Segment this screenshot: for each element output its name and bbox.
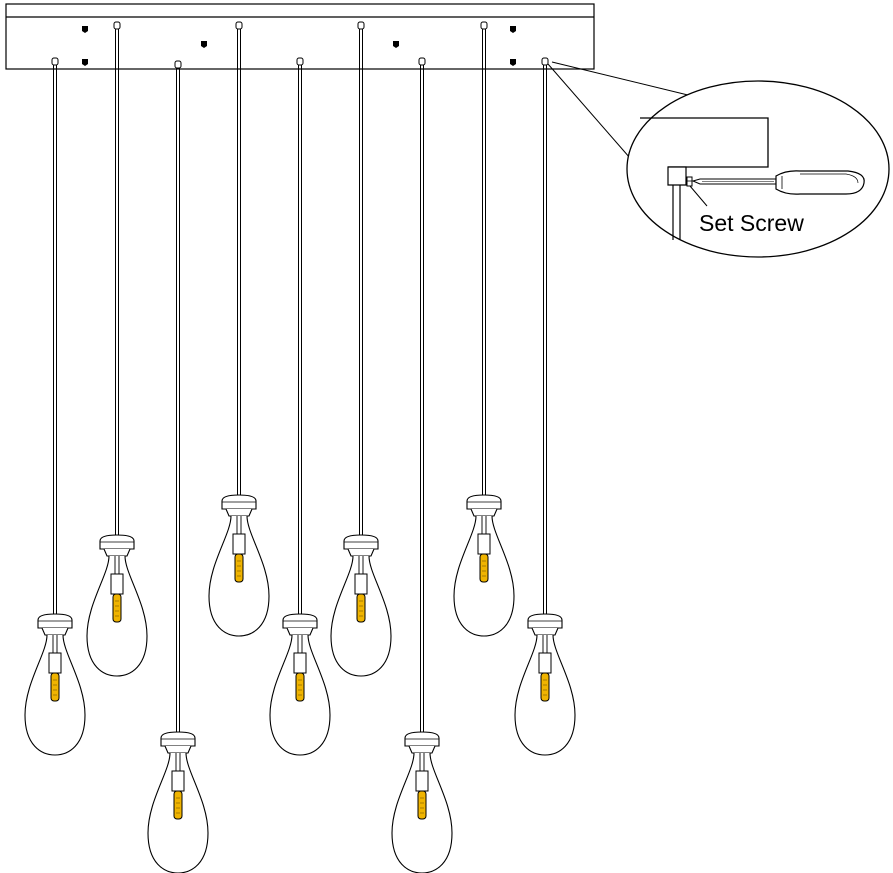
pendants-group (24, 21, 576, 873)
pendant-light (208, 21, 270, 637)
callout-leader-line (547, 63, 631, 159)
mounting-hole (510, 26, 516, 33)
filament-bulb (417, 790, 427, 820)
filament-bulb (540, 672, 550, 702)
bulb-socket (110, 573, 124, 595)
socket-collar (347, 548, 375, 557)
bulb-socket (415, 770, 429, 792)
set-screw-leader (689, 185, 708, 207)
pendant-light (514, 57, 576, 756)
pendant-light (330, 21, 392, 677)
mounting-hole (393, 41, 399, 48)
bulb-socket (232, 533, 246, 555)
cable-gripper (480, 21, 488, 30)
cable-gripper (296, 57, 304, 66)
socket-collar (164, 745, 192, 754)
pendant-light (391, 57, 453, 873)
zoomed-cable-holder (667, 166, 687, 186)
zoomed-canopy (640, 117, 769, 168)
filament-bulb (479, 553, 489, 583)
cable-gripper (418, 57, 426, 66)
pendant-light (147, 60, 209, 873)
cable-gripper (113, 21, 121, 30)
mounting-hole (510, 59, 516, 66)
filament-bulb (295, 672, 305, 702)
socket-collar (408, 745, 436, 754)
pendant-light (453, 21, 515, 637)
mounting-hole (82, 59, 88, 66)
socket-collar (103, 548, 131, 557)
cable-gripper (235, 21, 243, 30)
set-screw (686, 176, 693, 187)
filament-bulb (173, 790, 183, 820)
callout-circle (626, 80, 890, 258)
bulb-socket (171, 770, 185, 792)
mounting-hole (82, 26, 88, 33)
pendant-light (269, 57, 331, 756)
mounting-holes (82, 26, 516, 66)
filament-bulb (356, 593, 366, 623)
filament-bulb (234, 553, 244, 583)
set-screw-callout: Set Screw (547, 61, 890, 258)
socket-collar (531, 627, 559, 636)
cable-gripper (357, 21, 365, 30)
callout-leader-line (551, 61, 693, 97)
socket-collar (470, 508, 498, 517)
filament-bulb (112, 593, 122, 623)
bulb-socket (538, 652, 552, 674)
bulb-socket (354, 573, 368, 595)
socket-collar (286, 627, 314, 636)
screwdriver-icon (691, 170, 865, 195)
pendant-light (86, 21, 148, 677)
socket-collar (225, 508, 253, 517)
pendant-light (24, 57, 86, 756)
filament-bulb (50, 672, 60, 702)
bulb-socket (48, 652, 62, 674)
mounting-hole (201, 41, 207, 48)
bulb-socket (477, 533, 491, 555)
cable-gripper (51, 57, 59, 66)
bulb-socket (293, 652, 307, 674)
cable-gripper (541, 57, 549, 66)
set-screw-label: Set Screw (699, 210, 804, 236)
cable-gripper (174, 60, 182, 69)
socket-collar (41, 627, 69, 636)
